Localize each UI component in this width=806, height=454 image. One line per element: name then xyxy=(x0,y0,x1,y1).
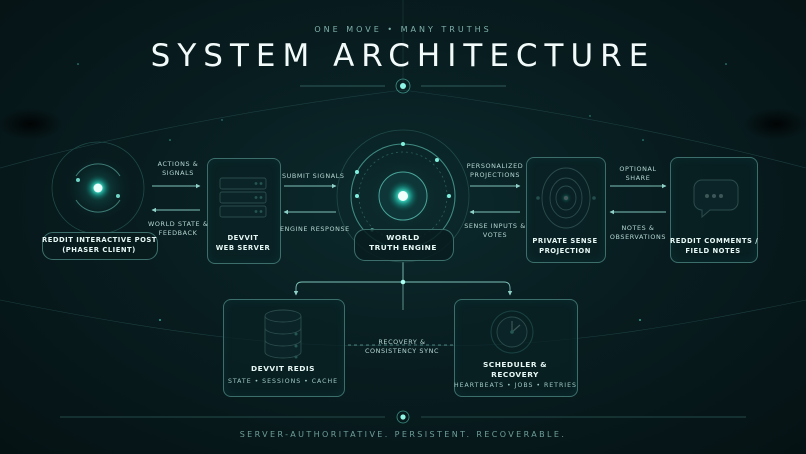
edge-label-recovery-sync: RECOVERY & CONSISTENCY SYNC xyxy=(362,338,442,356)
edge-label-engine-response: ENGINE RESPONSE xyxy=(280,225,350,234)
comments-label-line1: REDDIT COMMENTS / xyxy=(670,237,759,245)
comments-label: REDDIT COMMENTS / FIELD NOTES xyxy=(670,236,759,256)
footer-divider xyxy=(60,410,746,424)
scheduler-sublabel: HEARTBEATS • JOBS • RETRIES xyxy=(454,382,577,389)
client-orb xyxy=(51,141,145,235)
edge-text: ENGINE RESPONSE xyxy=(280,225,350,233)
edge-text: ACTIONS & xyxy=(157,160,199,168)
connector-arrows xyxy=(151,183,667,215)
edge-label-actions-signals: ACTIONS & SIGNALS xyxy=(150,160,206,178)
projection-label-line2: PROJECTION xyxy=(539,247,591,255)
scheduler-recovery-node xyxy=(454,299,578,397)
edge-text: OBSERVATIONS xyxy=(609,233,667,241)
edge-text: PERSONALIZED xyxy=(466,162,524,170)
edge-label-personalized-projections: PERSONALIZED PROJECTIONS xyxy=(464,162,526,180)
engine-node-label xyxy=(354,229,454,261)
web-server-label: DEVVIT WEB SERVER xyxy=(207,233,279,253)
edge-text: SENSE INPUTS & xyxy=(464,222,526,230)
private-sense-projection-node xyxy=(526,157,606,263)
branch-junction xyxy=(400,279,406,285)
comments-label-line2: FIELD NOTES xyxy=(685,247,741,255)
client-node-label xyxy=(42,232,158,260)
scheduler-label-line2: RECOVERY xyxy=(491,370,539,379)
page-title: SYSTEM ARCHITECTURE xyxy=(150,38,656,74)
redis-sublabel: STATE • SESSIONS • CACHE xyxy=(227,378,339,385)
engine-label-line1: WORLD xyxy=(386,233,420,242)
edge-text: SIGNALS xyxy=(162,169,194,177)
edge-label-notes-observations: NOTES & OBSERVATIONS xyxy=(606,224,670,242)
edge-label-world-state-feedback: WORLD STATE & FEEDBACK xyxy=(148,220,208,238)
redis-label: DEVVIT REDIS xyxy=(251,364,315,373)
engine-branch xyxy=(293,262,513,310)
engine-label-line2: TRUTH ENGINE xyxy=(369,243,437,252)
title-divider xyxy=(300,78,506,94)
edge-text: PROJECTIONS xyxy=(470,171,520,179)
left-shadow-orb xyxy=(0,108,62,140)
edge-label-sense-inputs-votes: SENSE INPUTS & VOTES xyxy=(462,222,528,240)
engine-node-text: WORLD TRUTH ENGINE xyxy=(354,233,452,253)
edge-text: OPTIONAL xyxy=(619,165,657,173)
footer-tagline: SERVER-AUTHORITATIVE. PERSISTENT. RECOVE… xyxy=(239,430,567,439)
edge-text: FEEDBACK xyxy=(158,229,198,237)
client-label-line2: (PHASER CLIENT) xyxy=(62,246,136,254)
client-label-line1: REDDIT INTERACTIVE POST xyxy=(42,236,157,244)
web-server-node xyxy=(207,158,281,264)
edge-text: RECOVERY & xyxy=(378,338,426,346)
scheduler-label: SCHEDULER & RECOVERY xyxy=(454,360,576,380)
background-stars xyxy=(77,63,727,321)
web-server-label-line2: WEB SERVER xyxy=(215,244,271,252)
edge-text: CONSISTENCY SYNC xyxy=(364,347,440,355)
tagline: ONE MOVE • MANY TRUTHS xyxy=(314,25,492,34)
web-server-label-line1: DEVVIT xyxy=(227,234,259,242)
edge-text: WORLD STATE & xyxy=(148,220,209,228)
edge-text: VOTES xyxy=(482,231,508,239)
devvit-redis-node xyxy=(223,299,345,397)
projection-label-line1: PRIVATE SENSE xyxy=(532,237,598,245)
right-shadow-orb xyxy=(744,108,806,140)
client-node-text: REDDIT INTERACTIVE POST (PHASER CLIENT) xyxy=(42,235,156,255)
scheduler-label-line1: SCHEDULER & xyxy=(482,360,548,369)
edge-label-submit-signals: SUBMIT SIGNALS xyxy=(282,172,345,181)
reddit-comments-node xyxy=(670,157,758,263)
edge-label-optional-share: OPTIONAL SHARE xyxy=(610,165,666,183)
projection-label: PRIVATE SENSE PROJECTION xyxy=(526,236,604,256)
edge-text: SUBMIT SIGNALS xyxy=(282,172,345,180)
edge-text: SHARE xyxy=(625,174,651,182)
edge-text: NOTES & xyxy=(621,224,655,232)
